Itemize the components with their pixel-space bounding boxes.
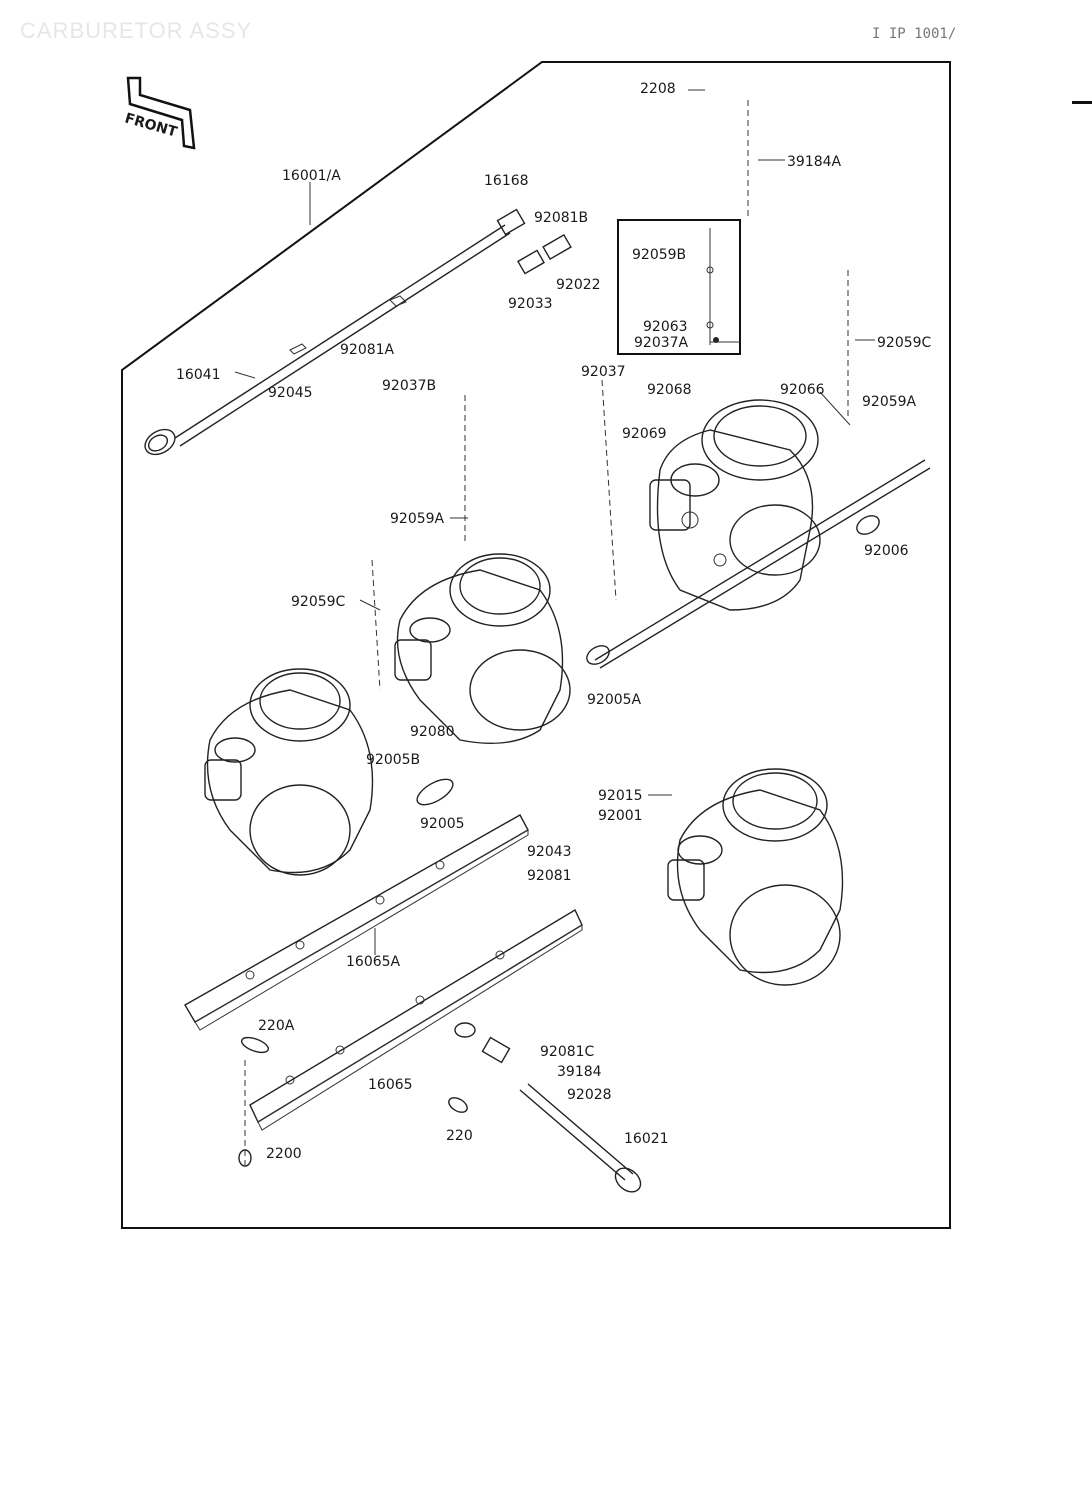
part-label: 92005A (587, 692, 642, 708)
part-label: 92022 (556, 277, 601, 293)
page-title: CARBURETOR ASSY (20, 18, 253, 43)
part-label: 92001 (598, 808, 643, 824)
part-label: 92059C (291, 594, 346, 610)
part-label: 220 (446, 1128, 473, 1144)
part-label: 92043 (527, 844, 572, 860)
carburetor-left (204, 668, 454, 876)
part-label: 92045 (268, 385, 313, 401)
part-label: 92069 (622, 426, 667, 442)
part-label: 92005 (420, 816, 465, 832)
edge-mark (1072, 101, 1092, 104)
part-label: 92080 (410, 724, 455, 740)
part-label: 92028 (567, 1087, 612, 1103)
part-label: 92063 (643, 319, 688, 335)
part-label: 92059B (632, 247, 686, 263)
part-label: 39184A (787, 154, 842, 170)
part-label: 92006 (864, 543, 909, 559)
part-label: 92081A (340, 342, 395, 358)
mounting-plate-upper (184, 814, 529, 1031)
part-label: 92005B (366, 752, 420, 768)
mounting-plate-lower (249, 909, 583, 1131)
part-label: 92037 (581, 364, 626, 380)
part-label: 39184 (557, 1064, 602, 1080)
page-code: I IP 1001/ (872, 26, 957, 42)
part-label: 92033 (508, 296, 553, 312)
part-label: 16001/A (282, 168, 341, 184)
inset-box (617, 219, 741, 355)
part-label: 92059A (862, 394, 917, 410)
part-labels: 2208 39184A 16001/A 16168 92081B 92022 9… (176, 81, 932, 1162)
part-label: 220A (258, 1018, 295, 1034)
leader-lines (234, 89, 875, 955)
part-label: 92068 (647, 382, 692, 398)
diagram-frame (121, 61, 951, 1229)
part-label: 16168 (484, 173, 529, 189)
carburetor-lower-right (667, 768, 844, 986)
part-label: 16065 (368, 1077, 413, 1093)
part-label: 92037B (382, 378, 436, 394)
part-label: 16041 (176, 367, 221, 383)
front-direction-badge: FRONT (123, 76, 196, 150)
part-label: 92081C (540, 1044, 595, 1060)
part-label: 92081 (527, 868, 572, 884)
choke-shaft-assembly (238, 1022, 642, 1193)
part-label: 92081B (534, 210, 588, 226)
part-label: 2200 (266, 1146, 302, 1162)
part-label: 16065A (346, 954, 401, 970)
carburetor-upper-right (649, 399, 821, 611)
throttle-shaft-assembly (144, 208, 572, 456)
part-label: 16021 (624, 1131, 669, 1147)
carburetor-middle (394, 553, 571, 744)
part-label: 92015 (598, 788, 643, 804)
front-badge-text: FRONT (123, 110, 179, 140)
part-label: 2208 (640, 81, 676, 97)
part-label: 92037A (634, 335, 689, 351)
part-label: 92059C (877, 335, 932, 351)
part-label: 92059A (390, 511, 445, 527)
part-label: 92066 (780, 382, 825, 398)
